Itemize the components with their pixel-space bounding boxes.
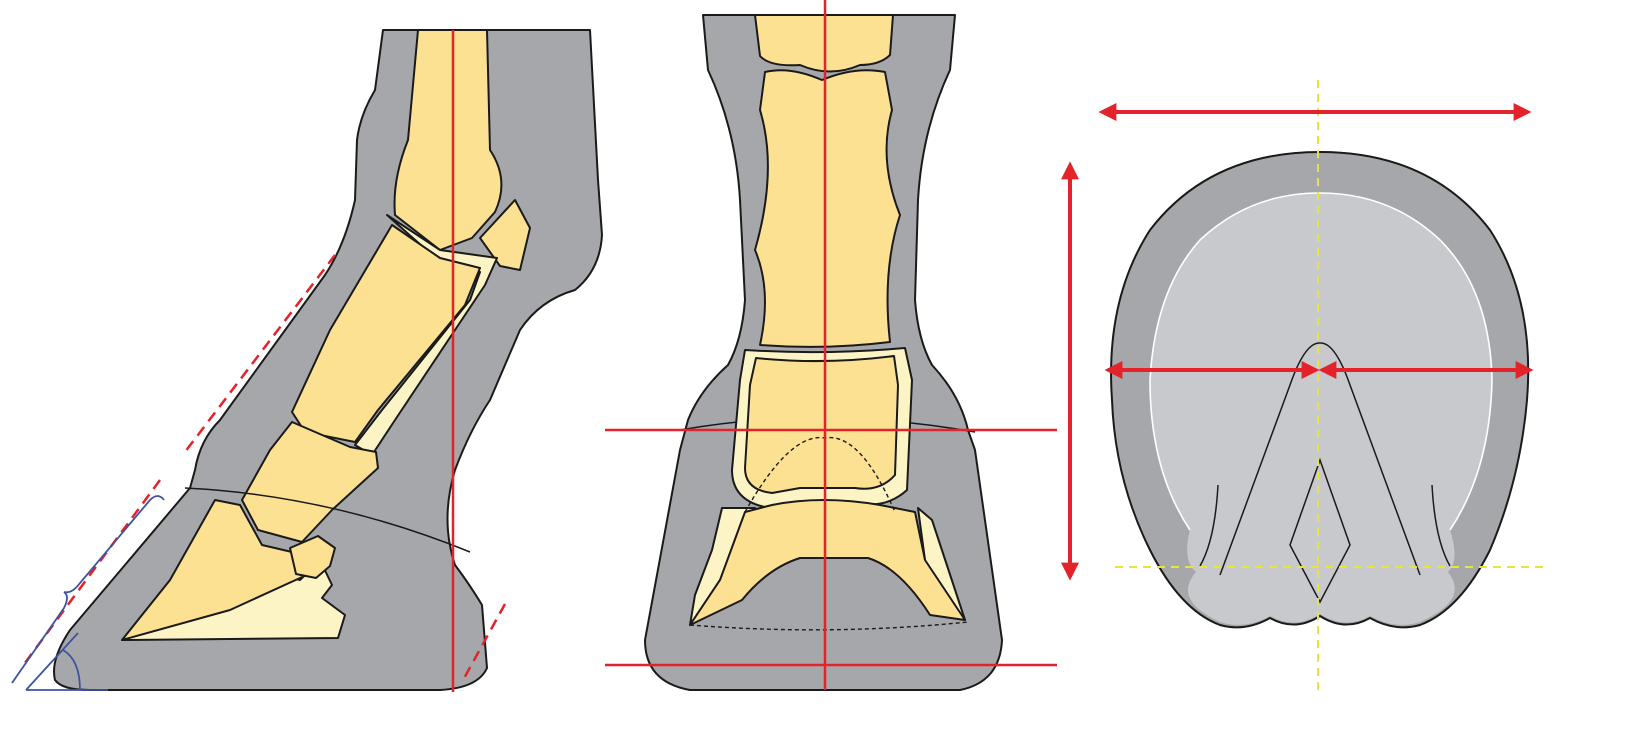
sole-outline-dashed (689, 621, 969, 631)
long-pastern-bone (291, 224, 481, 443)
heel-axis-dashed (460, 603, 507, 683)
lateral-view (11, 29, 603, 692)
toe-axis-dashed (20, 479, 162, 668)
navicular-bone (289, 535, 336, 579)
solar-view (1061, 80, 1548, 690)
coronary-band-line (184, 487, 471, 553)
cannon-bone (393, 29, 503, 251)
toe-length-brace (11, 495, 165, 684)
heel-bars (1199, 484, 1451, 567)
dorsal-view (605, 0, 1057, 691)
proximal-sesamoid (479, 199, 531, 271)
hoof-angle-marker (25, 632, 108, 691)
pastern-axis-dashed (184, 254, 336, 453)
short-pastern-bone (241, 421, 379, 543)
central-sulcus (1289, 457, 1351, 604)
dorsal-long-pastern-bone (754, 69, 901, 348)
dorsal-short-pastern-bone (744, 355, 899, 494)
sole (1150, 193, 1492, 625)
white-line (1149, 192, 1493, 531)
